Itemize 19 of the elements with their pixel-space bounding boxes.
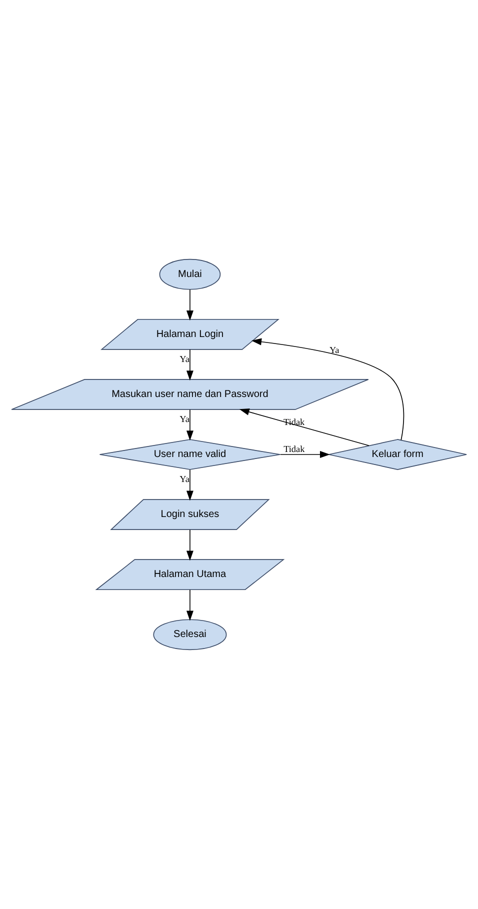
node-diamond: Keluar form (328, 439, 467, 470)
node-ellipse: Mulai (159, 258, 221, 290)
arrow (186, 349, 194, 381)
arrow (186, 289, 194, 321)
arrow (239, 408, 370, 446)
node-diamond: User name valid (99, 439, 281, 470)
arrow (186, 409, 194, 441)
arrow (251, 338, 404, 440)
edge-label: Ya (180, 414, 190, 424)
arrow (186, 529, 194, 561)
node-ellipse: Selesai (153, 619, 227, 650)
edge-label: Ya (180, 354, 190, 364)
arrow (280, 451, 330, 458)
edge-label: Ya (329, 344, 340, 355)
edge-label: Tidak (284, 444, 305, 454)
arrow (186, 469, 194, 501)
edge-label: Ya (180, 474, 190, 484)
arrow (186, 589, 194, 621)
edge-label: Tidak (284, 416, 305, 427)
